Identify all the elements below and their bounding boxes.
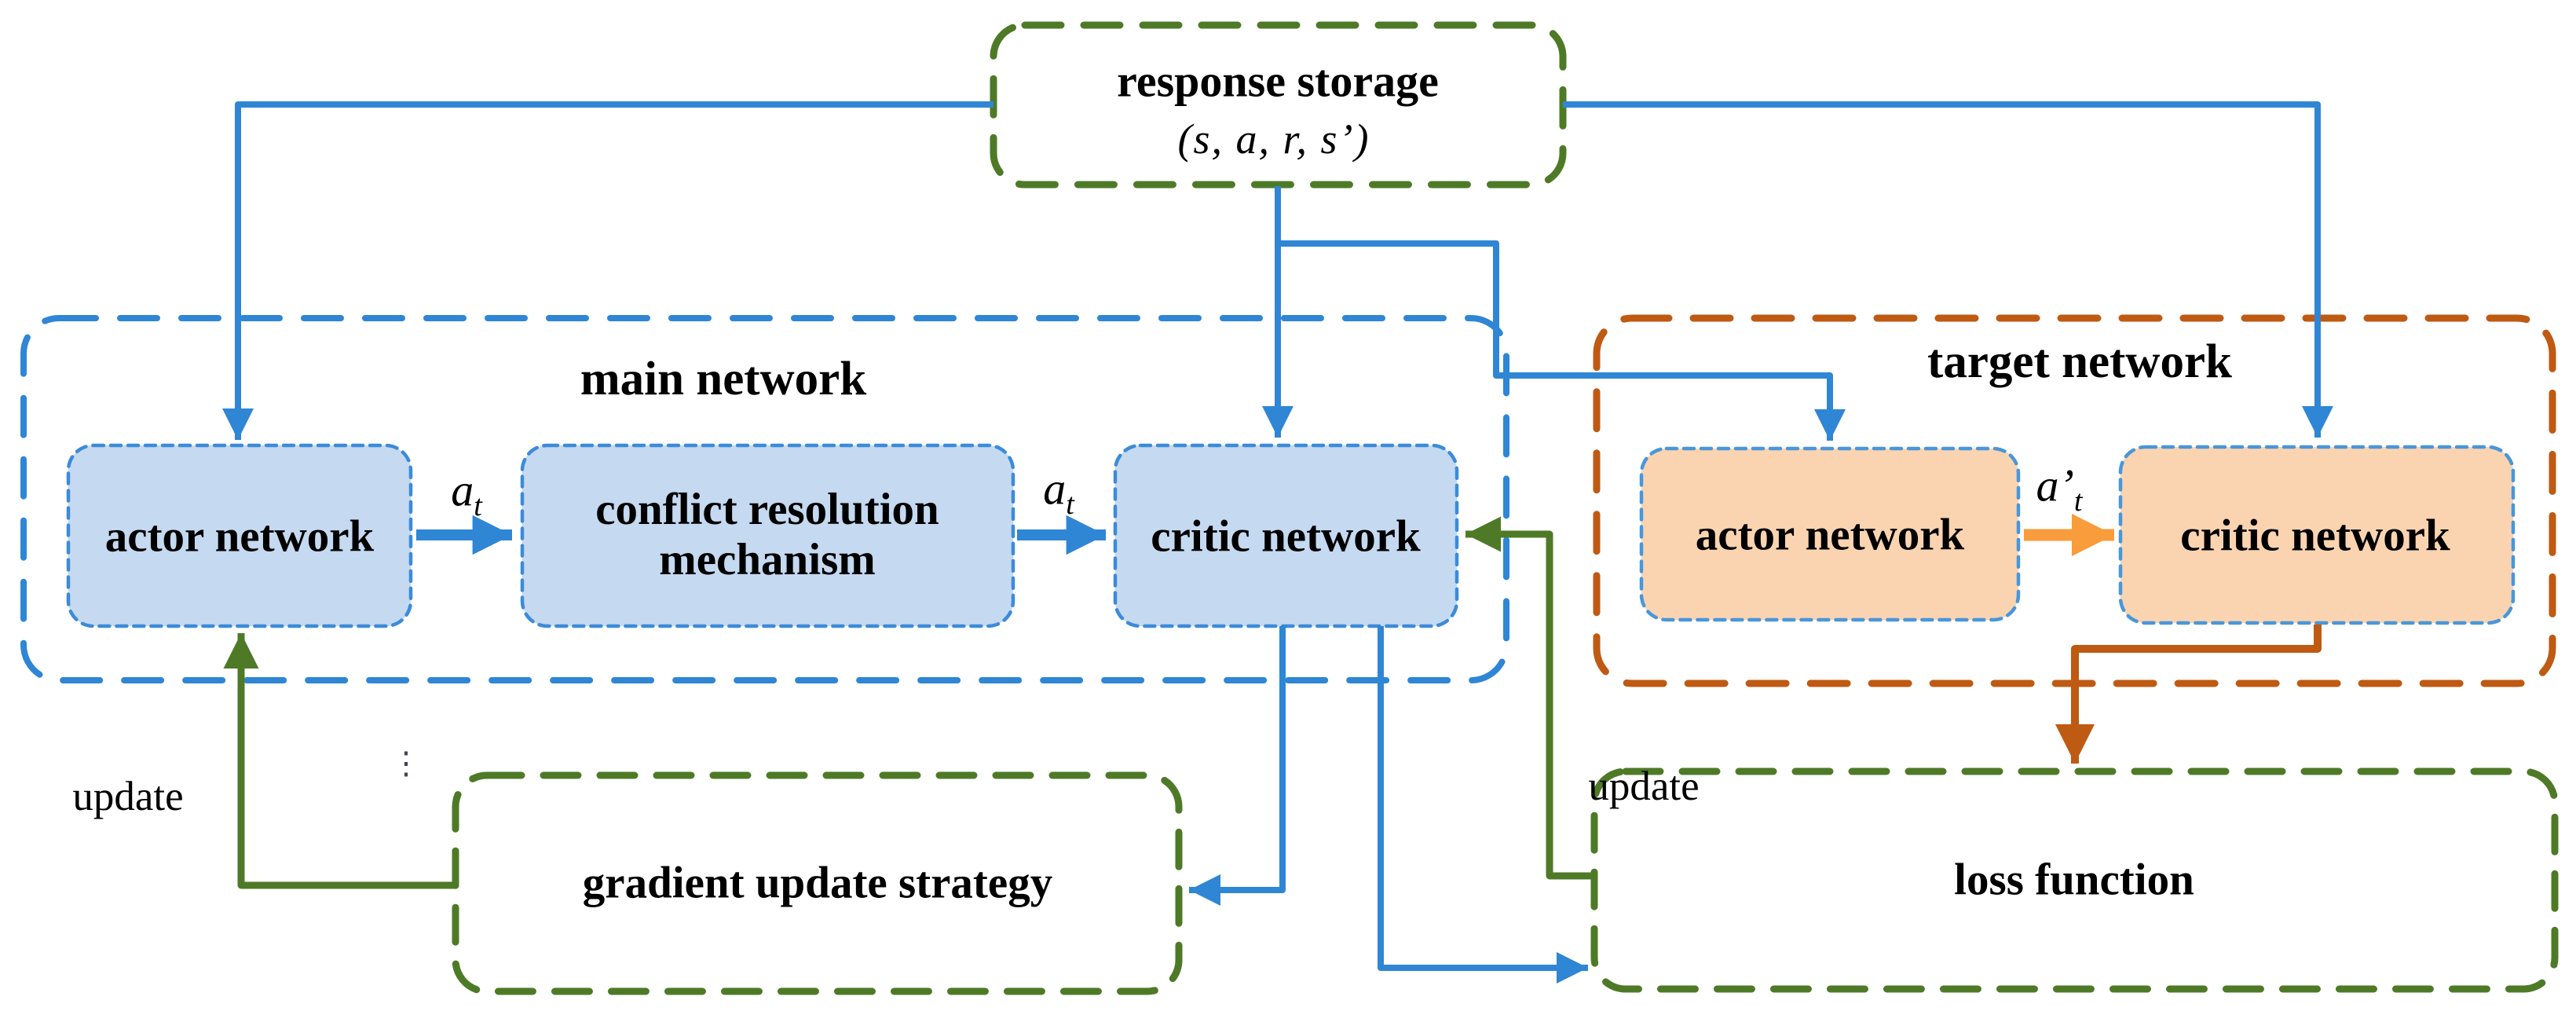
- arrow-storage-to-main-actor: [222, 101, 993, 440]
- action-label-conflict-to-critic: at: [1043, 463, 1074, 520]
- target-network-title: target network: [1927, 335, 2232, 388]
- arrow-critic-to-gradient: [1189, 626, 1286, 906]
- action-label-base: a: [1043, 463, 1067, 515]
- main-network-box: [20, 315, 1509, 683]
- main-actor-network-label: actor network: [104, 511, 375, 562]
- target-actor-network-label: actor network: [1695, 510, 1965, 560]
- target-critic-network-box: [2118, 445, 2516, 625]
- action-label-target-actor-to-critic: a’t: [2036, 460, 2083, 517]
- arrow-gradient-update-to-actor: [223, 633, 456, 889]
- conflict-resolution-mechanism-label: conflict resolution mechanism: [524, 485, 1011, 585]
- vertical-ellipsis: ⋮: [390, 745, 422, 781]
- action-label-sub: t: [2073, 485, 2083, 518]
- action-label-actor-to-conflict: at: [451, 464, 482, 522]
- target-actor-network-box: [1639, 446, 2021, 622]
- main-critic-network-box: [1113, 443, 1459, 628]
- conflict-resolution-mechanism-box: [520, 443, 1015, 628]
- action-label-base: a: [451, 464, 474, 516]
- action-label-sub: t: [474, 489, 482, 523]
- target-critic-network-label: critic network: [2180, 511, 2450, 561]
- action-label-base: a’: [2036, 460, 2074, 511]
- loss-function-box: [1590, 767, 2559, 993]
- conflict-resolution-line2: mechanism: [659, 535, 876, 584]
- main-actor-network-box: [66, 443, 413, 628]
- arrow-loss-update-to-critic: [1465, 516, 1594, 880]
- conflict-resolution-line1: conflict resolution: [595, 485, 939, 535]
- arrow-critic-to-loss: [1378, 626, 1588, 984]
- main-network-title: main network: [580, 353, 867, 405]
- arrow-storage-to-target-critic: [1563, 101, 2333, 438]
- gradient-update-strategy-label: gradient update strategy: [582, 858, 1053, 908]
- response-storage-title: response storage: [1117, 55, 1439, 107]
- action-label-sub: t: [1066, 488, 1074, 522]
- main-critic-network-label: critic network: [1151, 511, 1421, 562]
- update-label-right: update: [1588, 764, 1700, 809]
- loss-function-label: loss function: [1954, 855, 2194, 905]
- arrow-target-critic-to-loss: [2055, 625, 2322, 764]
- response-storage-subtitle: (s, a, r, s’): [1177, 115, 1370, 163]
- arrow-storage-to-target-actor: [1278, 240, 1846, 441]
- update-label-left: update: [72, 774, 184, 819]
